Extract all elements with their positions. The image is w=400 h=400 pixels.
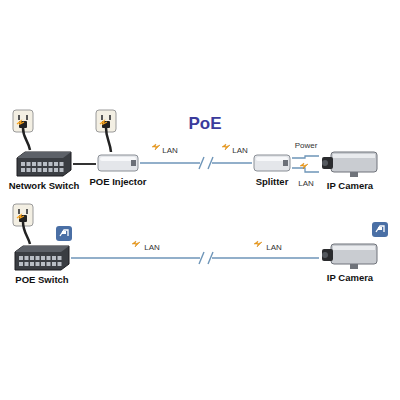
network-switch: Network Switch (7, 150, 82, 192)
cable-label: LAN (230, 147, 250, 156)
splitter-box-picture (252, 152, 292, 174)
splitter-box: Splitter (250, 152, 294, 188)
injector-box-picture (96, 152, 140, 174)
camera-device: IP Camera (317, 148, 383, 192)
poe-badge (372, 222, 388, 237)
cable-label: LAN (296, 180, 316, 189)
device-label: POE Switch (11, 275, 73, 286)
network-switch-picture (15, 150, 73, 178)
device-label: IP Camera (317, 273, 383, 284)
poe-switch: POE Switch (11, 244, 73, 286)
device-label: Network Switch (7, 181, 82, 192)
cable-line (71, 257, 319, 259)
poe-switch-picture (13, 244, 71, 272)
device-label: POE Injector (87, 177, 149, 188)
cable-line (140, 162, 252, 164)
camera-device-picture (319, 240, 381, 270)
lightning-bolt (132, 144, 308, 247)
cable-label: LAN (264, 244, 284, 253)
device-label: Splitter (250, 177, 294, 188)
cable-line (292, 156, 319, 158)
cable-label: LAN (160, 147, 180, 156)
injector-box: POE Injector (87, 152, 149, 188)
wall-outlet (13, 110, 33, 150)
device-label: IP Camera (317, 181, 383, 192)
cable-line (73, 163, 96, 165)
wall-outlet (13, 204, 33, 244)
wall-outlet (96, 110, 116, 152)
camera-device-picture (319, 148, 381, 178)
camera-device: IP Camera (317, 240, 383, 284)
cable-break (199, 156, 213, 170)
diagram-title: PoE (188, 114, 221, 134)
cable-label: Power (293, 142, 320, 151)
poe-badge (56, 226, 72, 241)
cable-label: LAN (142, 244, 162, 253)
cable-line (292, 168, 319, 172)
cable-break (199, 251, 213, 265)
